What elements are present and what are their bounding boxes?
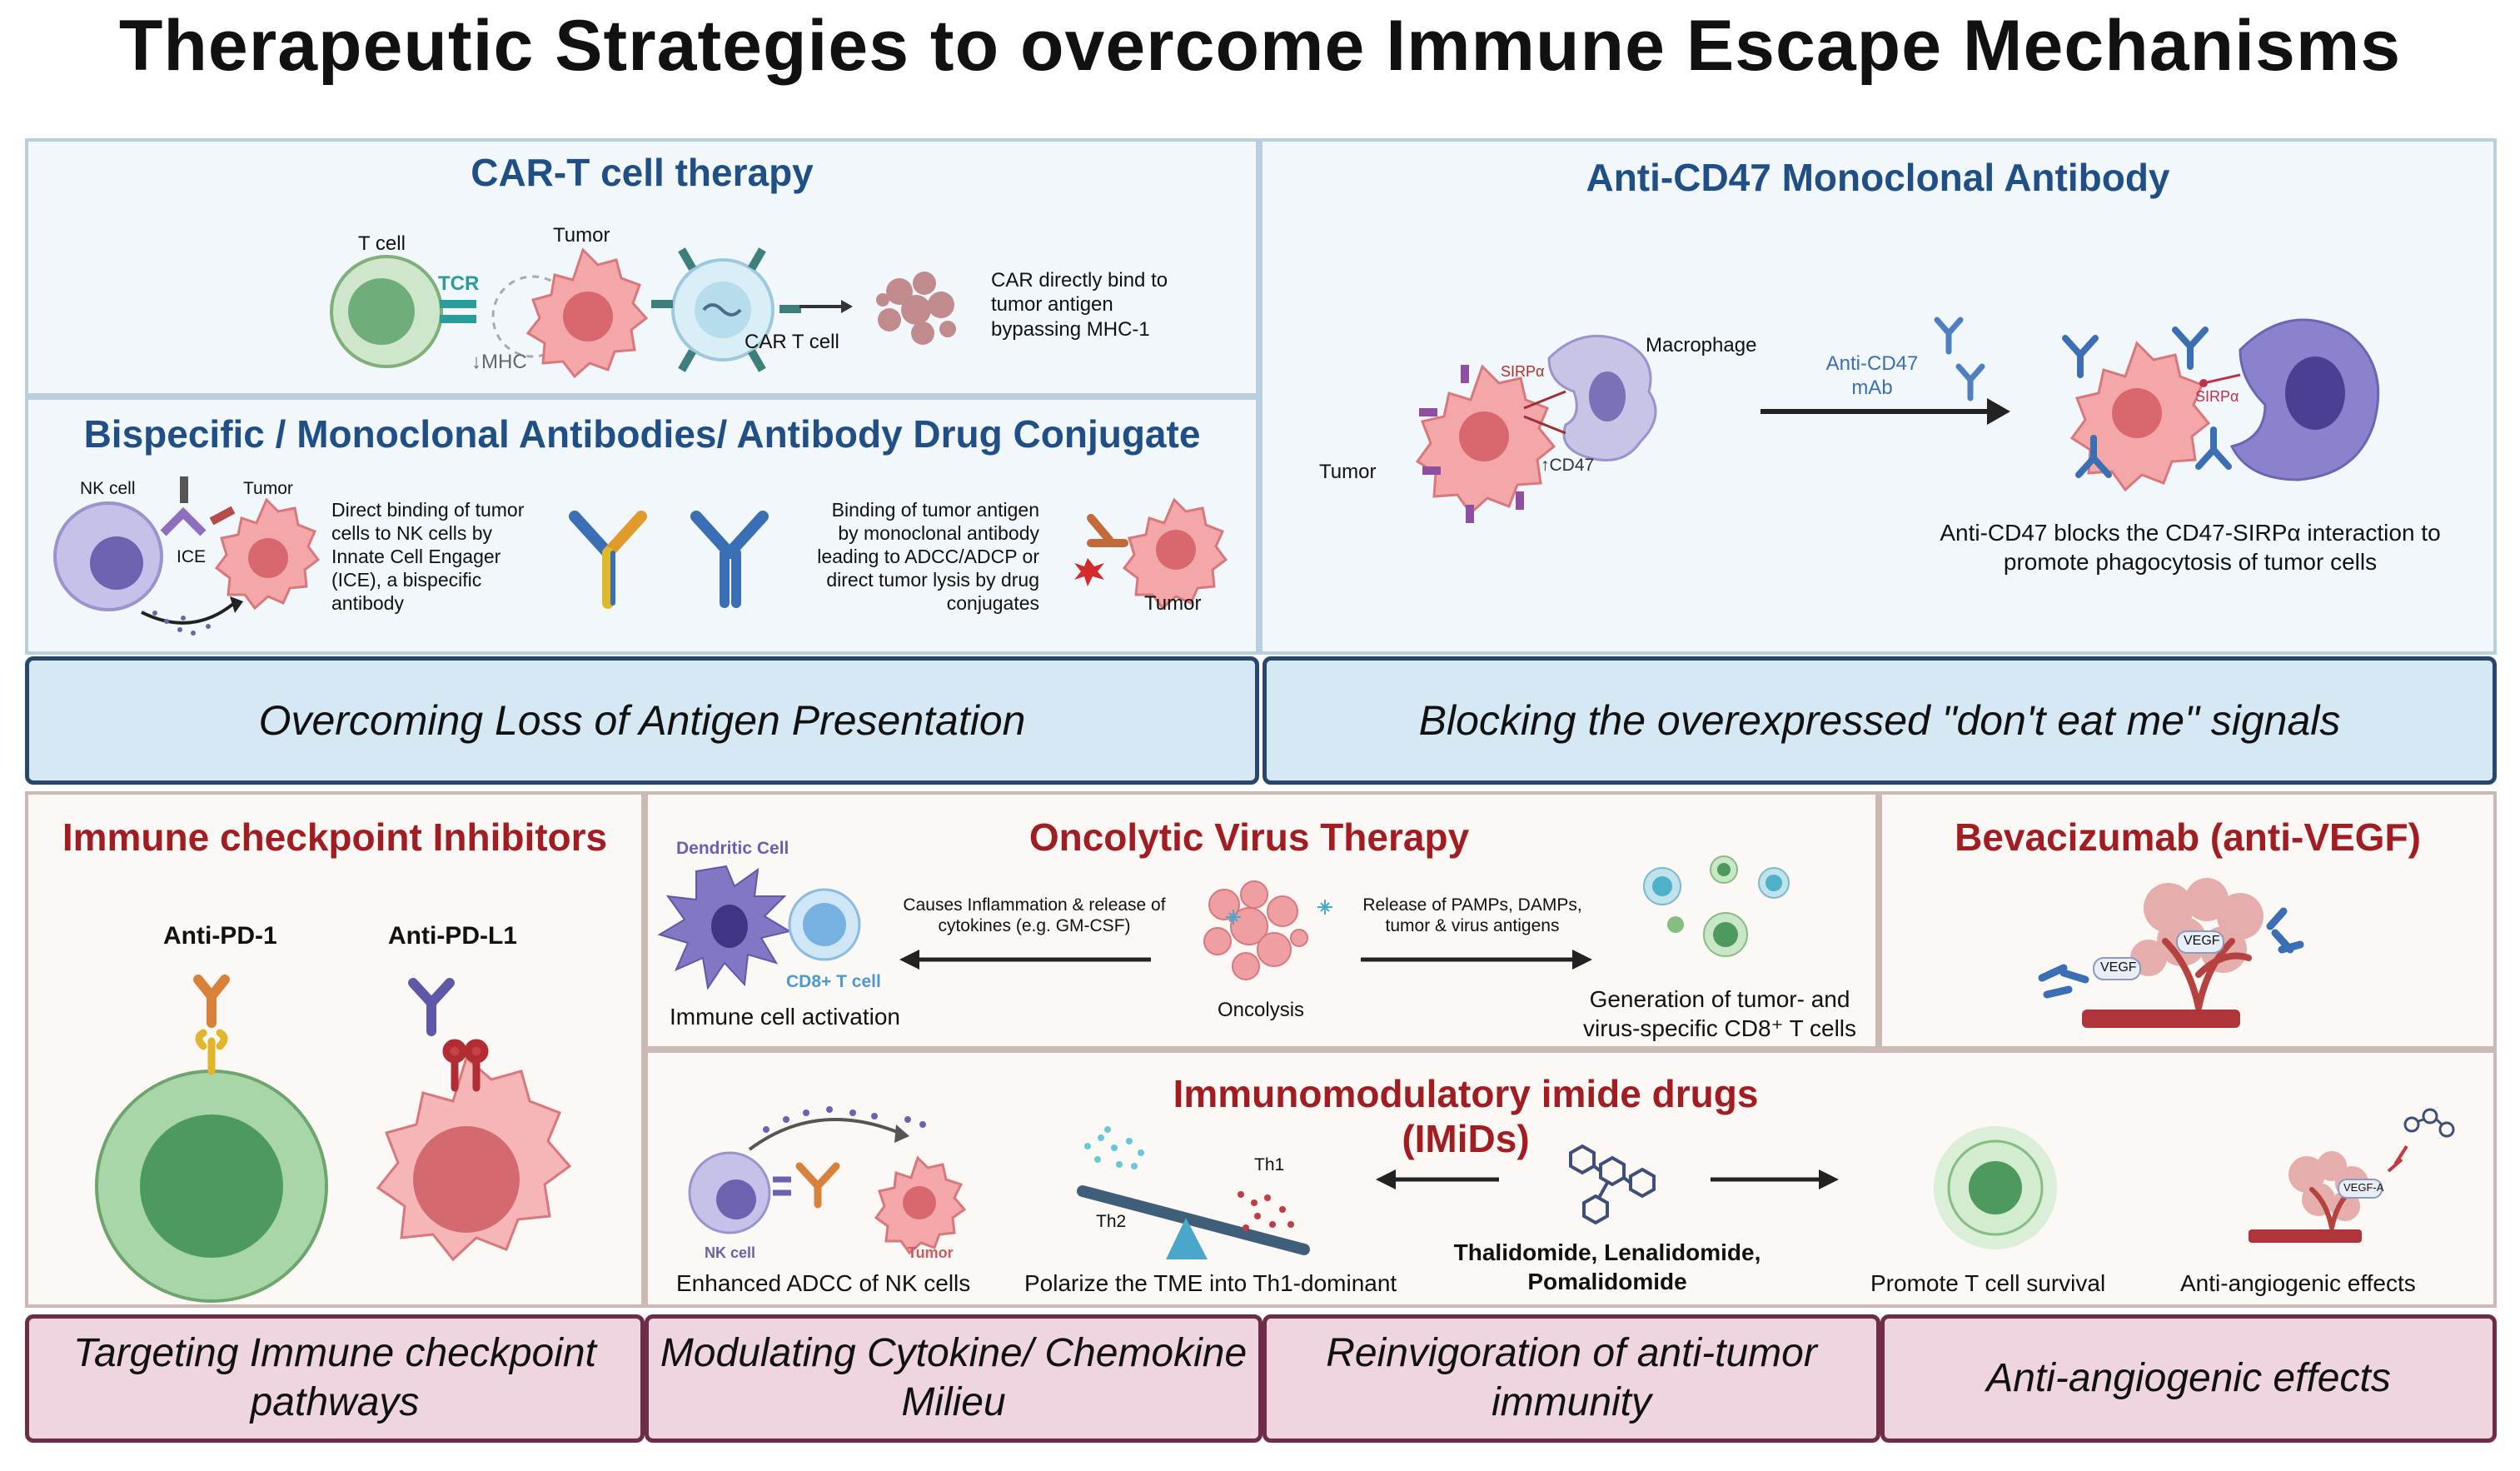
tumor-left-label: Tumor <box>243 479 293 498</box>
cd8-label: CD8+ T cell <box>786 972 881 991</box>
page-title: Therapeutic Strategies to overcome Immun… <box>118 6 2402 86</box>
cd47-label: ↑CD47 <box>1541 456 1595 475</box>
vegfa-label: VEGF-A <box>2343 1181 2384 1194</box>
nk-cell-label: NK cell <box>80 479 136 498</box>
vegf-label-right: VEGF <box>2184 934 2220 948</box>
generation-label: Generation of tumor- and virus-specific … <box>1582 986 1857 1041</box>
imids-panel <box>645 1050 2497 1308</box>
cd47-heading: Anti-CD47 Monoclonal Antibody <box>1586 156 2170 199</box>
checkpoint-panel <box>25 791 645 1308</box>
banner-anti-angiogenic: Anti-angiogenic effects <box>1880 1314 2497 1443</box>
cd47-tumor-label: Tumor <box>1319 461 1377 483</box>
checkpoint-heading: Immune checkpoint Inhibitors <box>62 815 608 859</box>
car-t-heading: CAR-T cell therapy <box>471 151 814 194</box>
tumor-label: Tumor <box>553 224 610 247</box>
oncolysis-label: Oncolysis <box>1218 999 1305 1021</box>
polarize-label: Polarize the TME into Th1-dominant <box>1024 1270 1397 1296</box>
banner-antigen-presentation: Overcoming Loss of Antigen Presentation <box>25 656 1259 785</box>
pamps-text: Release of PAMPs, DAMPs, tumor & virus a… <box>1362 895 1582 936</box>
adcc-label: Enhanced ADCC of NK cells <box>676 1270 971 1296</box>
tcr-label: TCR <box>438 272 480 295</box>
imids-nk-label: NK cell <box>705 1244 756 1261</box>
ice-description: Direct binding of tumor cells to NK cell… <box>331 499 525 615</box>
angio-label: Anti-angiogenic effects <box>2180 1270 2416 1296</box>
imids-heading: Immunomodulatory imide drugs (IMiDs) <box>1173 1072 1759 1160</box>
vegf-label-left: VEGF <box>2100 960 2137 975</box>
imids-tumor-label: Tumor <box>908 1244 954 1261</box>
drugs-label: Thalidomide, Lenalidomide, Pomalidomide <box>1453 1239 1761 1294</box>
survival-label: Promote T cell survival <box>1870 1270 2106 1296</box>
anti-pdl1-label: Anti-PD-L1 <box>388 922 517 950</box>
mab-description: Binding of tumor antigen by monoclonal a… <box>817 499 1039 615</box>
dendritic-label: Dendritic Cell <box>676 839 789 858</box>
car-t-cell-label: CAR T cell <box>745 331 839 353</box>
banner-reinvigoration: Reinvigoration of anti-tumor immunity <box>1262 1314 1880 1443</box>
inflammation-text: Causes Inflammation & release of cytokin… <box>903 895 1166 936</box>
sirpa-right-label: SIRPα <box>2195 388 2239 405</box>
bevacizumab-heading: Bevacizumab (anti-VEGF) <box>1955 815 2421 859</box>
th1-label: Th1 <box>1254 1155 1285 1174</box>
macrophage-label: Macrophage <box>1646 334 1757 357</box>
sirpa-label: SIRPα <box>1501 363 1545 380</box>
ice-label: ICE <box>177 547 207 566</box>
cd47-description: Anti-CD47 blocks the CD47-SIRPα interact… <box>1940 520 2441 575</box>
banner-checkpoint: Targeting Immune checkpoint pathways <box>25 1314 645 1443</box>
bispecific-heading: Bispecific / Monoclonal Antibodies/ Anti… <box>83 412 1201 456</box>
banner-dont-eat-me: Blocking the overexpressed "don't eat me… <box>1262 656 2497 785</box>
mhc-label: ↓MHC <box>471 351 527 373</box>
tumor-right-label: Tumor <box>1144 592 1202 615</box>
banner-cytokine: Modulating Cytokine/ Chemokine Milieu <box>645 1314 1262 1443</box>
activation-label: Immune cell activation <box>670 1004 901 1030</box>
th2-label: Th2 <box>1096 1212 1127 1231</box>
t-cell-label: T cell <box>358 232 406 255</box>
car-t-description: CAR directly bind to tumor antigen bypas… <box>991 269 1168 341</box>
anti-pd1-label: Anti-PD-1 <box>163 922 277 950</box>
oncolytic-heading: Oncolytic Virus Therapy <box>1028 815 1470 859</box>
anti-cd47-label: Anti-CD47 mAb <box>1825 352 1919 400</box>
